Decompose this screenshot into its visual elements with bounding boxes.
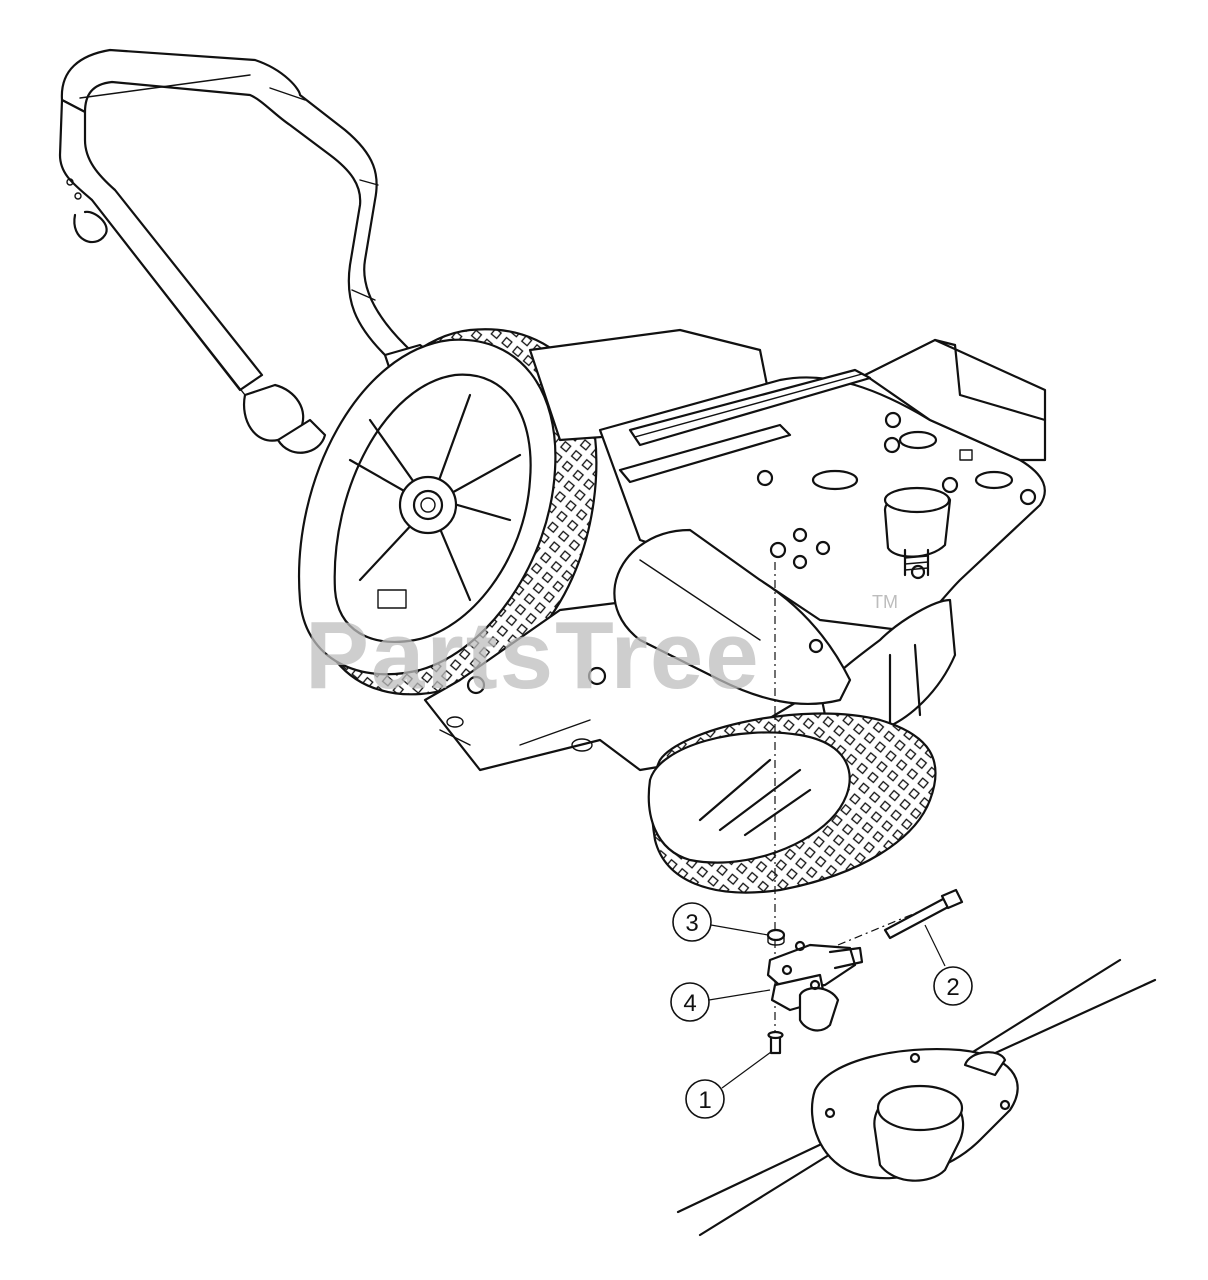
watermark: PartsTree TM <box>305 592 898 709</box>
callout-1-label: 1 <box>698 1087 711 1114</box>
callout-4-label: 4 <box>683 990 696 1017</box>
part-washer <box>766 928 786 946</box>
left-wheel <box>297 328 598 696</box>
callout-3: 3 <box>672 902 769 942</box>
callout-2: 2 <box>924 924 973 1006</box>
callout-4: 4 <box>670 982 771 1022</box>
part-clamp <box>766 940 864 1032</box>
callout-3-label: 3 <box>685 910 698 937</box>
part-bolt <box>883 888 964 940</box>
callout-1: 1 <box>685 1051 772 1119</box>
watermark-trademark: TM <box>872 592 898 612</box>
callout-2-label: 2 <box>946 974 959 1001</box>
trimmer-deck <box>423 328 1047 772</box>
right-wheel <box>647 712 937 894</box>
part-screw <box>767 1030 784 1055</box>
trimmer-head <box>676 958 1157 1237</box>
watermark-text: PartsTree <box>305 602 761 709</box>
